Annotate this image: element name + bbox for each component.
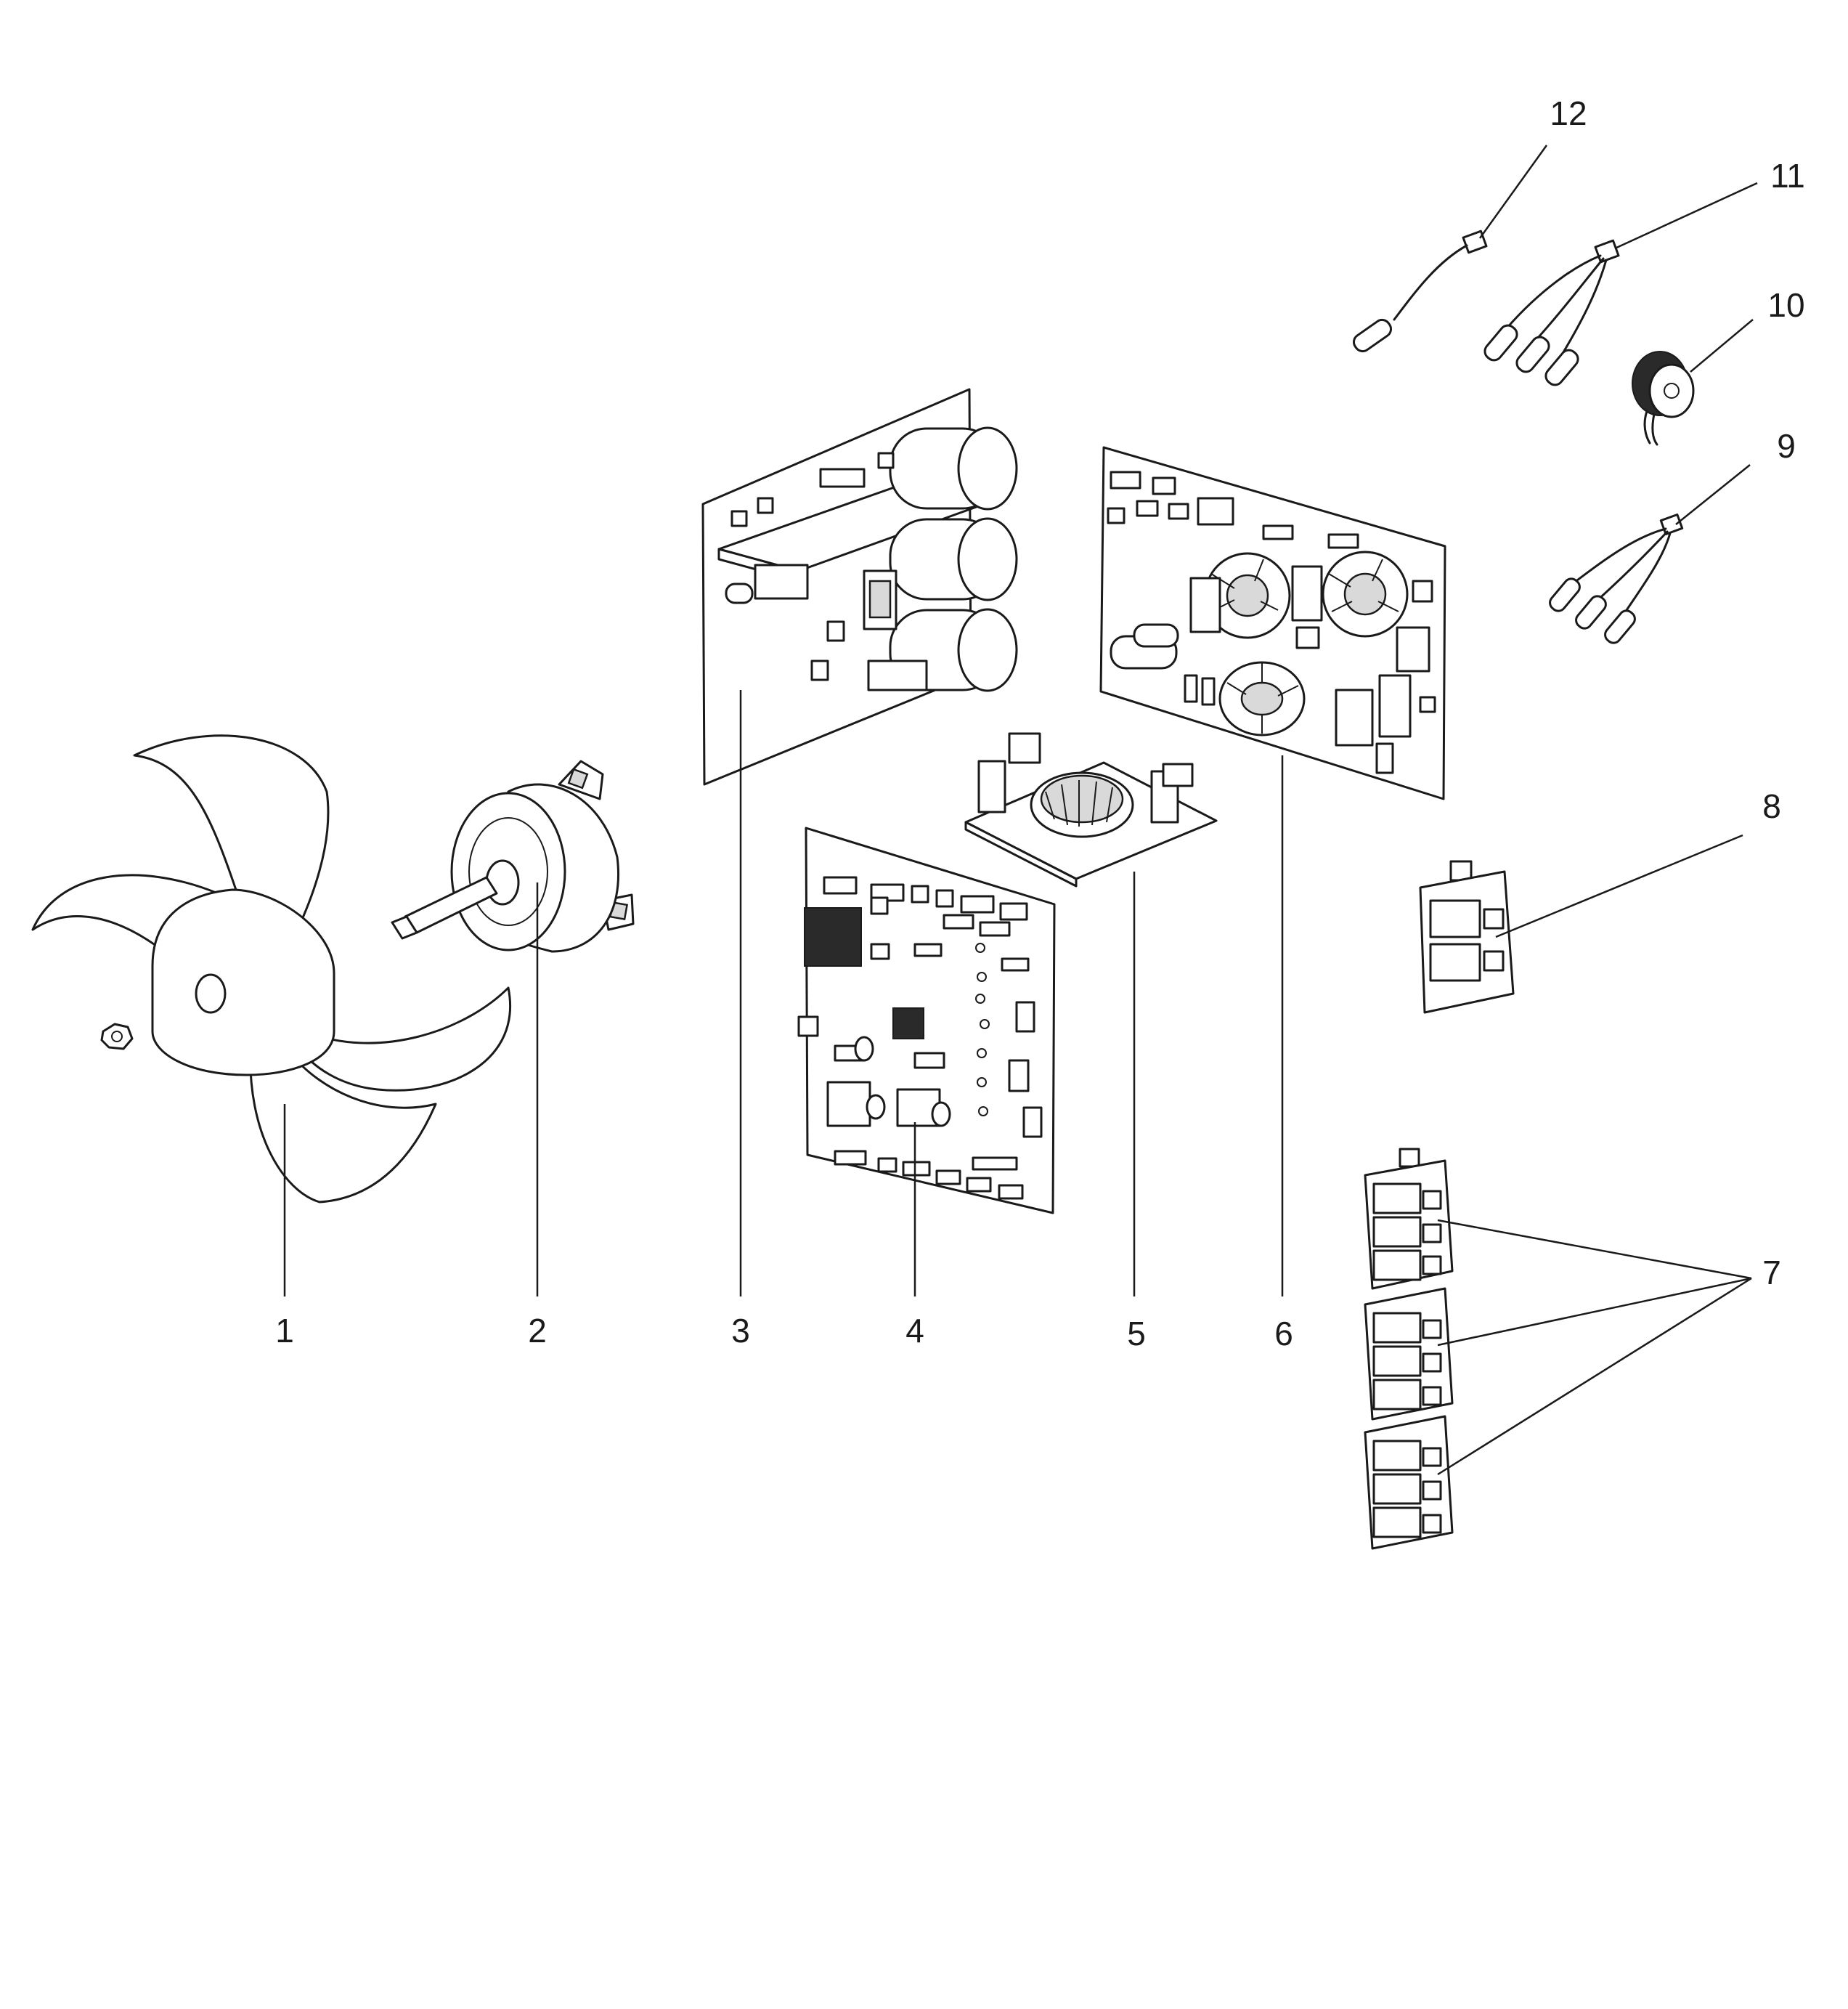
terminal-block-2p-icon xyxy=(1419,860,1515,1014)
triple-sensor-harness-icon xyxy=(1483,239,1620,386)
callout-7: 7 xyxy=(1762,1254,1781,1291)
leader-lines xyxy=(283,145,1758,1476)
callout-5: 5 xyxy=(1127,1315,1146,1352)
callout-10: 10 xyxy=(1767,286,1804,324)
callout-1: 1 xyxy=(275,1312,294,1350)
callout-2: 2 xyxy=(528,1312,547,1350)
callout-3: 3 xyxy=(731,1312,750,1350)
triple-sensor-harness-icon xyxy=(1549,513,1684,644)
control-pcb-icon xyxy=(797,827,1056,1214)
terminal-block-3p-icon xyxy=(1364,1148,1454,1550)
single-sensor-icon xyxy=(1353,230,1488,353)
callout-9: 9 xyxy=(1777,427,1796,465)
callout-8: 8 xyxy=(1762,787,1781,825)
reactor-board-icon xyxy=(964,732,1218,888)
filter-pcb-icon xyxy=(1099,446,1446,800)
fan-motor-icon xyxy=(391,760,635,953)
fan-propeller-icon xyxy=(31,734,511,1204)
ferrite-coil-icon xyxy=(1632,351,1695,446)
capacitor-board-icon xyxy=(701,388,1018,786)
callout-11: 11 xyxy=(1770,157,1805,195)
callout-12: 12 xyxy=(1550,94,1587,132)
callout-6: 6 xyxy=(1274,1315,1293,1352)
callout-labels: 1 2 3 4 5 6 7 8 9 10 11 12 xyxy=(275,94,1805,1352)
callout-4: 4 xyxy=(905,1312,924,1350)
